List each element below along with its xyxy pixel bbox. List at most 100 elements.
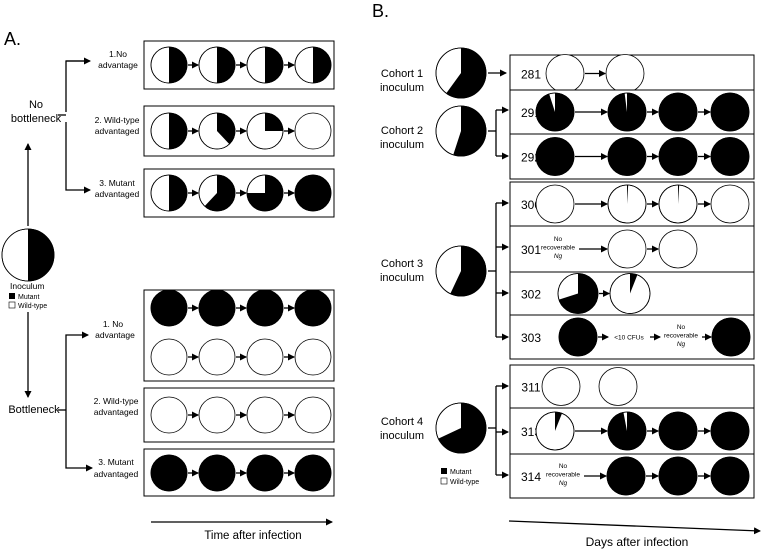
b-scenario-2-row-1-pie-4: [294, 396, 332, 434]
cohort-3-inoculum-pie: [435, 245, 487, 297]
nb-scenario-3-pie-1: [150, 174, 188, 212]
nb-scenario-2-pie-4: [294, 112, 332, 150]
subject-291-pie-4: [710, 92, 750, 132]
b-scenario-1-row-2-pie-2: [198, 338, 236, 376]
subject-291-pie-1: [535, 92, 575, 132]
b-scenario-1-row-2-pie-3: [246, 338, 284, 376]
no-bottleneck-label-line1: No: [29, 99, 43, 111]
cohort-1-label-line1: Cohort 1: [381, 68, 423, 80]
b-scenario-1-row-1-pie-3: [246, 289, 284, 327]
b-scenario-3-row-1-pie-2: [198, 454, 236, 492]
subject-291-pie-2: [607, 92, 647, 132]
panel-b-inoculum-pies: [435, 47, 487, 454]
subject-301-pie-3: [658, 229, 698, 269]
legend-b-mutant-label: Mutant: [450, 469, 471, 476]
nb-scenario-1-line2: advantage: [98, 60, 138, 70]
legend-b-wildtype-swatch: [440, 477, 448, 485]
panel-b: B. Cohort 1 inoculum Cohort 2 inoculum C…: [372, 1, 761, 549]
b-scenario-2-line2: advantaged: [94, 407, 139, 417]
subject-301-note-1-line3: Ng: [554, 253, 563, 260]
subject-300-pie-1: [535, 184, 575, 224]
subject-313-pie-2: [607, 411, 647, 451]
b-scenario-3-line1: 3. Mutant: [98, 457, 134, 467]
nb-scenario-3-pie-4: [294, 174, 332, 212]
subject-314-note-1-line3: Ng: [559, 480, 568, 487]
bottleneck-branch-wire: [65, 331, 89, 410]
cohort-3-label-line1: Cohort 3: [381, 258, 423, 270]
subject-314-pie-4: [710, 456, 750, 496]
cohort-4-label-line1: Cohort 4: [381, 416, 423, 428]
subject-292-pie-4: [710, 137, 750, 176]
subject-314-pie-3: [658, 456, 698, 496]
subject-314-pie-2: [606, 456, 646, 496]
b-scenario-1-row-2-pie-4: [294, 338, 332, 376]
subject-311-pie-2: [598, 367, 638, 406]
subject-314-note-1-line2: recoverable: [546, 472, 580, 479]
cohort-4-inoculum-pie: [435, 402, 487, 454]
subject-302-pie-1: [557, 273, 599, 314]
nb-scenario-1-line1: 1.No: [109, 49, 127, 59]
panel-a-inoculum-pie: [1, 228, 55, 282]
subject-301-note-1-line2: recoverable: [541, 245, 575, 252]
b-scenario-3-row-1-pie-1: [150, 454, 188, 492]
nb-scenario-1-pie-1: [150, 46, 188, 84]
subject-302-pie-2: [609, 273, 651, 314]
subject-303-note-2: <10 CFUs: [614, 335, 644, 342]
days-axis-arrow: [508, 520, 761, 535]
subject-311-id: 311: [521, 381, 540, 395]
b-scenario-2-line1: 2. Wild-type: [94, 396, 139, 406]
b-scenario-1-row-1-pie-1: [150, 289, 188, 327]
subject-301-id: 301: [521, 243, 541, 257]
nb-scenario-2-line2: advantaged: [95, 126, 140, 136]
panel-a-pie-rows: [150, 46, 332, 492]
b-scenario-1-line2: advantage: [95, 330, 135, 340]
b-scenario-2-row-1-pie-1: [150, 396, 188, 434]
subject-303-note-3-line3: Ng: [677, 341, 686, 348]
panel-a: A. Inoculum Mutant Wild-type No bottlene…: [1, 29, 335, 542]
subject-292-pie-3: [658, 137, 698, 176]
cohort-2-inoculum-pie: [435, 105, 487, 157]
subject-281-id: 281: [521, 68, 541, 82]
subject-302-id: 302: [521, 288, 541, 302]
subject-313-pie-4: [710, 411, 750, 451]
subject-314-id: 314: [521, 470, 541, 484]
b-scenario-1-row-2-pie-1: [150, 338, 188, 376]
subject-313-pie-3: [658, 411, 698, 451]
b-scenario-3-row-1-pie-4: [294, 454, 332, 492]
b-scenario-1-row-1-pie-4: [294, 289, 332, 327]
no-bottleneck-label-line2: bottleneck: [11, 113, 62, 125]
subject-291-pie-3: [658, 92, 698, 132]
cohort-2-label-line1: Cohort 2: [381, 125, 423, 137]
subject-303-id: 303: [521, 331, 541, 345]
cohort-4-label-line2: inoculum: [380, 430, 424, 442]
cohort-2-label-line2: inoculum: [380, 139, 424, 151]
b-scenario-2-row-1-pie-2: [198, 396, 236, 434]
subject-281-pie-1: [545, 54, 585, 93]
panel-a-inoculum-label: Inoculum: [10, 281, 45, 291]
subject-292-pie-2: [607, 137, 647, 176]
legend-wildtype-label: Wild-type: [18, 303, 47, 310]
subject-292-pie-1: [535, 137, 575, 176]
legend-wildtype-swatch: [8, 301, 16, 309]
bottleneck-branch-3: [65, 410, 93, 472]
nb-scenario-3-pie-3: [246, 174, 284, 212]
b-scenario-1-row-1-pie-2: [198, 289, 236, 327]
days-axis-label: Days after infection: [586, 535, 689, 549]
legend-b-mutant-swatch: [441, 468, 447, 474]
nb-scenario-3-pie-2: [198, 174, 236, 212]
subject-303-pie-1: [558, 317, 598, 357]
bottleneck-label: Bottleneck: [8, 404, 60, 416]
panel-a-label: A.: [4, 29, 21, 49]
subject-311-pie-1: [541, 367, 581, 406]
nb-scenario-1-pie-4: [294, 46, 332, 84]
legend-b-wildtype-label: Wild-type: [450, 479, 479, 486]
nb-scenario-1-pie-3: [246, 46, 284, 84]
subject-300-pie-4: [710, 184, 750, 224]
subject-314-note-1-line1: No: [559, 463, 568, 470]
b-scenario-3-row-1-pie-3: [246, 454, 284, 492]
subject-301-note-1-line1: No: [554, 236, 563, 243]
nb-scenario-3-line2: advantaged: [95, 189, 140, 199]
time-axis-label: Time after infection: [204, 530, 301, 542]
no-bottleneck-branch-wire: [65, 60, 86, 112]
